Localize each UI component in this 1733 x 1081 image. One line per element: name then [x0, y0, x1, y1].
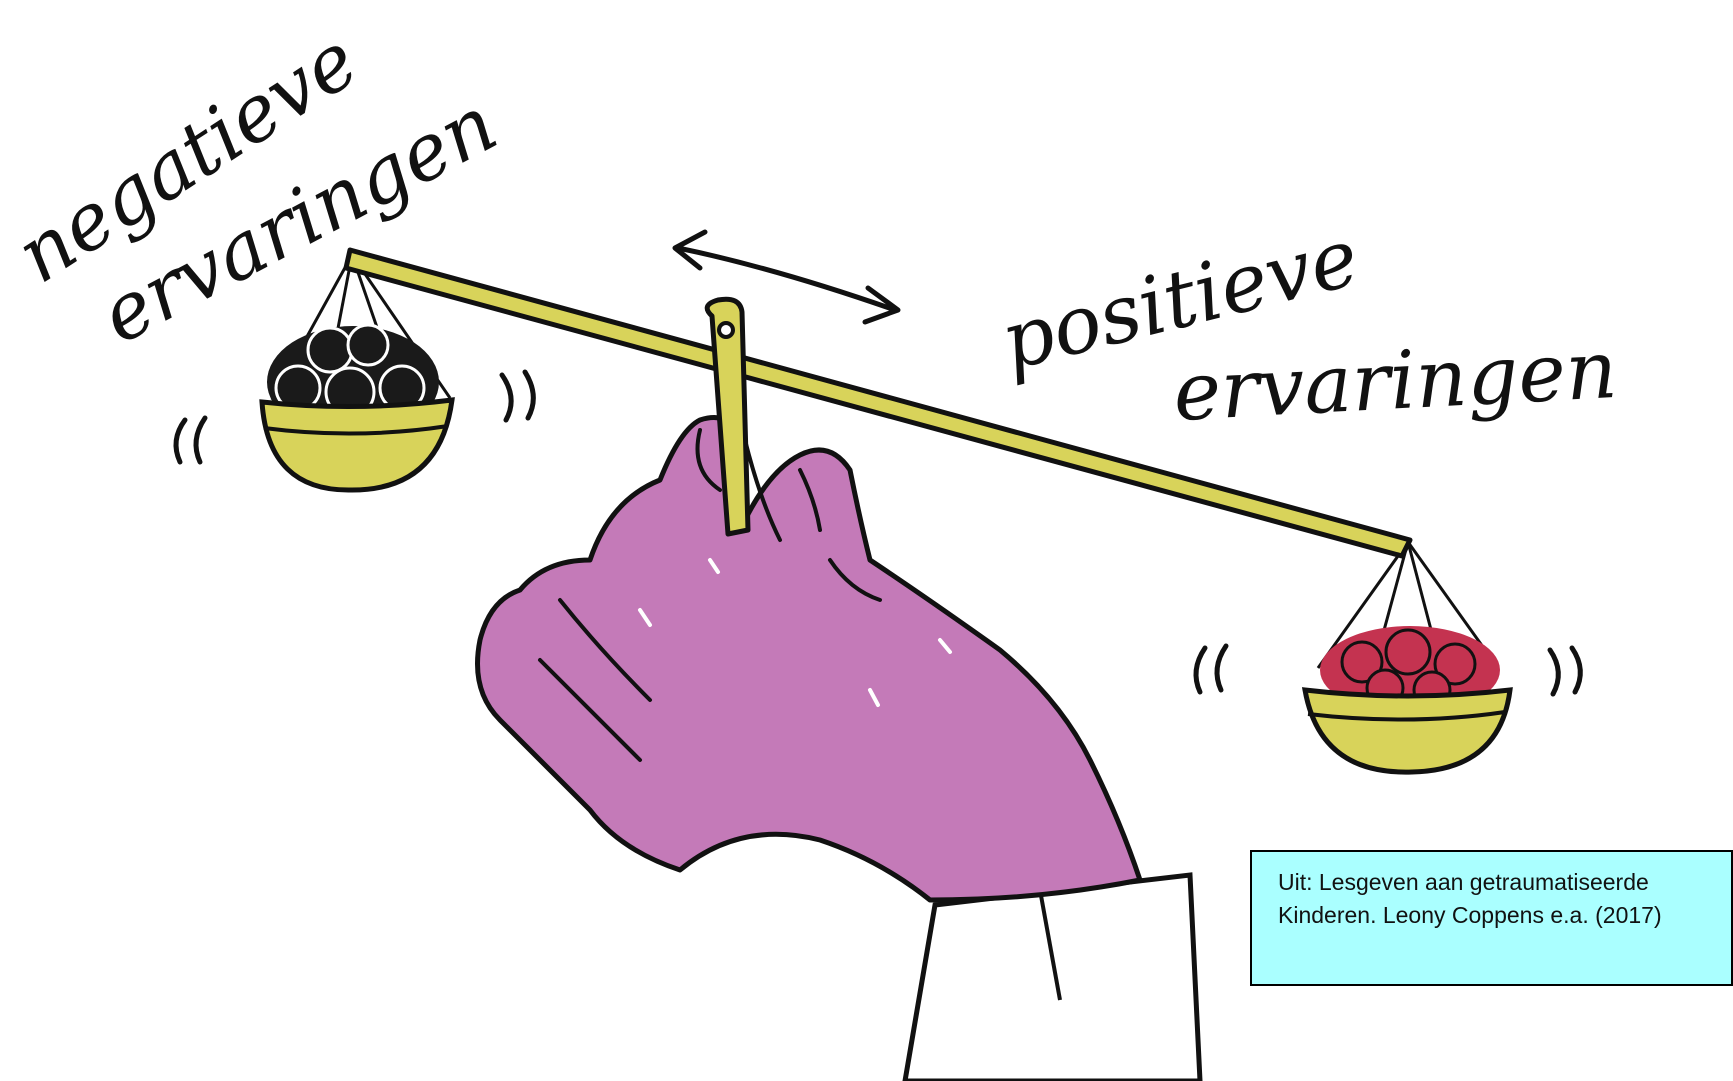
caption-line-2: Kinderen. Leony Coppens e.a. (2017)	[1278, 899, 1731, 932]
sleeve	[905, 875, 1200, 1081]
source-caption: Uit: Lesgeven aan getraumatiseerde Kinde…	[1250, 850, 1733, 986]
pivot-pin	[719, 323, 733, 337]
caption-line-1: Uit: Lesgeven aan getraumatiseerde	[1278, 866, 1731, 899]
label-positive-line2: ervaringen	[1171, 323, 1619, 439]
right-pan-bowl	[1305, 690, 1510, 772]
left-pan-bowl	[262, 400, 452, 490]
